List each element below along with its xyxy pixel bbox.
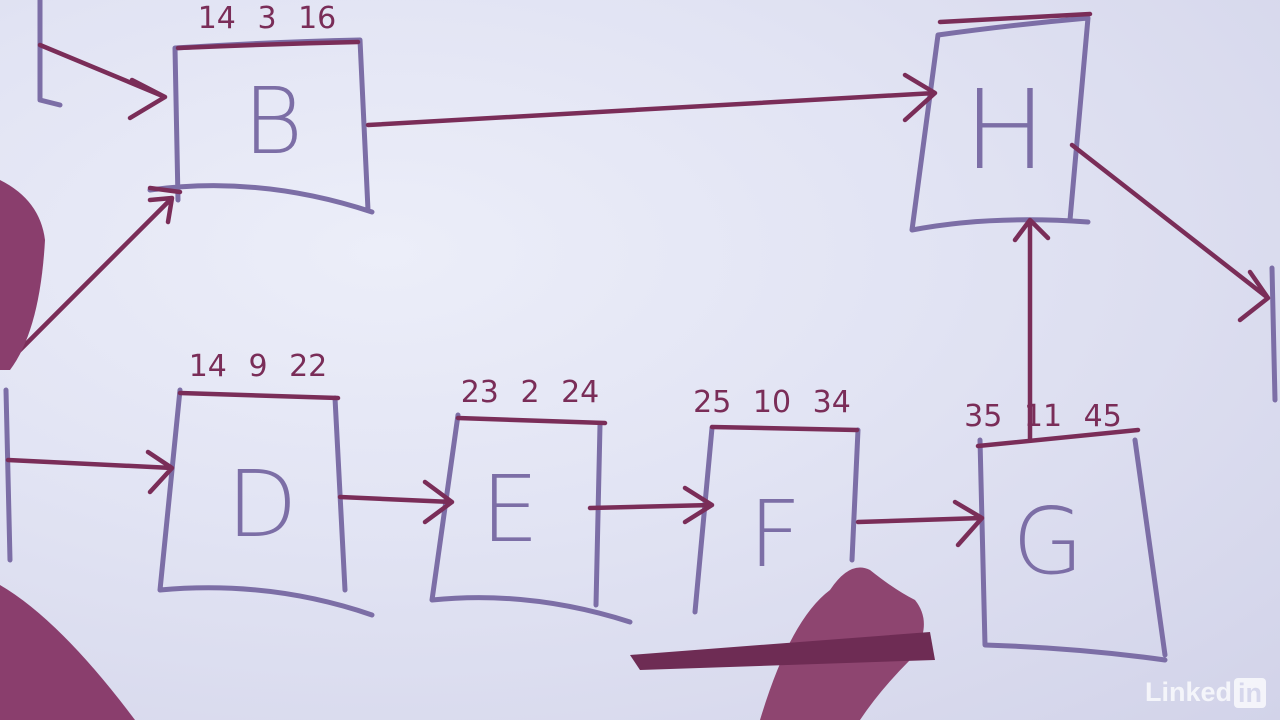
box-d-numbers: 14 9 22 — [183, 352, 334, 382]
arrow-g-to-h — [1012, 217, 1051, 443]
box-d-early-finish: 22 — [289, 349, 328, 384]
box-b-bottom-bar — [147, 185, 183, 195]
box-f-duration: 10 — [752, 385, 792, 420]
arrow-h-to-next — [1069, 142, 1271, 323]
arrow-to-d — [5, 449, 175, 495]
box-d-outline — [157, 387, 375, 618]
box-e-numbers: 23 2 24 — [455, 378, 606, 408]
partial-box-right — [1269, 265, 1278, 403]
partial-box-left-top — [37, 0, 63, 108]
box-b-early-finish: 16 — [298, 1, 337, 36]
node-label-b: B — [242, 68, 304, 175]
box-g-early-finish: 45 — [1083, 399, 1122, 434]
box-f-early-start: 25 — [693, 385, 732, 420]
watermark-in-badge: in — [1234, 677, 1266, 708]
box-d-header-bar — [177, 390, 341, 401]
presenter-shoulder-left — [0, 180, 45, 370]
box-g-early-start: 35 — [964, 399, 1003, 434]
watermark-text: Linked — [1144, 677, 1232, 707]
box-e-header-bar — [455, 415, 608, 426]
box-g-header-bar — [975, 427, 1141, 449]
box-e-outline — [429, 412, 633, 625]
box-b-early-start: 14 — [197, 1, 236, 36]
arrow-f-to-g — [855, 499, 985, 548]
box-f-outline — [692, 425, 861, 615]
box-d-early-start: 14 — [188, 349, 227, 384]
box-b-header-bar — [175, 39, 361, 51]
box-h-header-bar — [937, 11, 1093, 25]
box-e-duration: 2 — [520, 375, 540, 410]
box-d-duration: 9 — [248, 349, 268, 384]
linkedin-watermark: Linked in — [1145, 677, 1266, 708]
partial-box-left-bottom — [3, 387, 13, 563]
node-label-f: F — [748, 481, 802, 588]
box-b-duration: 3 — [257, 1, 277, 36]
node-label-h: H — [963, 66, 1047, 194]
arrow-d-to-e — [337, 479, 455, 525]
marker-pen — [630, 632, 935, 670]
box-g-duration: 11 — [1023, 399, 1063, 434]
arrow-c-to-b — [7, 195, 175, 363]
box-g-numbers: 35 11 45 — [958, 402, 1128, 432]
node-label-d: D — [226, 451, 298, 558]
arrow-b-to-h — [365, 72, 938, 128]
box-e-early-finish: 24 — [561, 375, 600, 410]
box-f-header-bar — [709, 424, 860, 433]
node-label-e: E — [480, 456, 540, 563]
arrow-a-to-b — [37, 42, 168, 121]
box-f-early-finish: 34 — [812, 385, 851, 420]
node-label-g: G — [1012, 488, 1084, 595]
box-h-outline — [909, 15, 1091, 233]
box-f-numbers: 25 10 34 — [687, 388, 857, 418]
presenter-arm — [0, 585, 135, 720]
box-g-outline — [977, 437, 1168, 663]
box-e-early-start: 23 — [460, 375, 499, 410]
box-b-numbers: 14 3 16 — [192, 4, 343, 34]
arrow-e-to-f — [587, 485, 715, 525]
